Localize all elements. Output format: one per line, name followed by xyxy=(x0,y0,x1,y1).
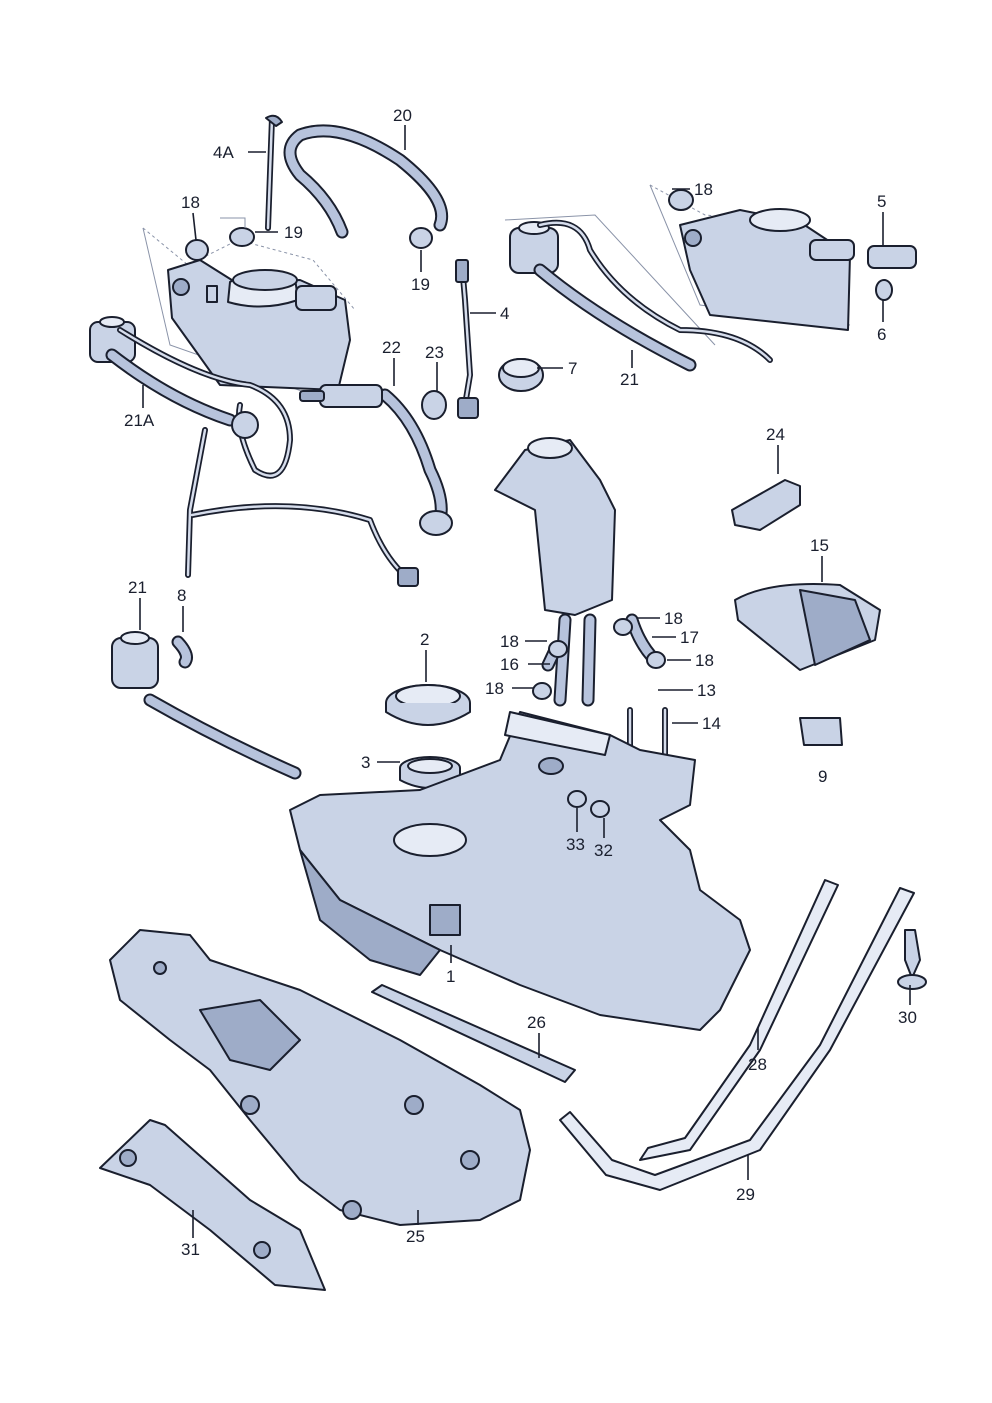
label-14: 14 xyxy=(702,714,721,733)
label-30: 30 xyxy=(898,1008,917,1027)
label-25: 25 xyxy=(406,1227,425,1246)
label-21-a: 21 xyxy=(620,370,639,389)
label-8: 8 xyxy=(177,586,186,605)
label-18-d: 18 xyxy=(485,679,504,698)
label-4: 4 xyxy=(500,304,509,323)
label-20: 20 xyxy=(393,106,412,125)
fuel-tank xyxy=(289,711,751,1031)
label-5: 5 xyxy=(877,192,886,211)
label-28: 28 xyxy=(748,1055,767,1074)
filler-pipe xyxy=(494,437,616,707)
part-labels: 4A 20 18 19 19 4 18 5 6 21A 22 23 7 21 2… xyxy=(124,106,917,1259)
wiring-harness xyxy=(455,259,479,419)
label-6: 6 xyxy=(877,325,886,344)
label-9: 9 xyxy=(818,767,827,786)
label-18-e: 18 xyxy=(664,609,683,628)
connector-clips-32-33 xyxy=(567,790,610,818)
label-13: 13 xyxy=(697,681,716,700)
leader-lines xyxy=(139,125,911,1238)
label-33: 33 xyxy=(566,835,585,854)
label-18-c: 18 xyxy=(500,632,519,651)
label-18-b: 18 xyxy=(694,180,713,199)
gauge-rod xyxy=(265,114,283,231)
canister-right xyxy=(504,214,773,372)
bolt xyxy=(897,929,927,990)
hose-clips-left xyxy=(185,217,433,261)
tank-straps-28-29 xyxy=(559,879,915,1191)
carbon-canister-lines xyxy=(89,316,419,587)
tank-strap-26 xyxy=(371,984,576,1083)
heat-shield-31 xyxy=(99,1119,326,1291)
locking-ring xyxy=(385,684,471,726)
clip xyxy=(799,717,843,746)
label-31: 31 xyxy=(181,1240,200,1259)
filler-neck-housing-left xyxy=(142,227,356,396)
filler-neck-housing-right xyxy=(649,184,917,331)
label-26: 26 xyxy=(527,1013,546,1032)
label-7: 7 xyxy=(568,359,577,378)
label-4A: 4A xyxy=(213,143,234,162)
breather-hose xyxy=(283,124,449,239)
label-23: 23 xyxy=(425,343,444,362)
label-24: 24 xyxy=(766,425,785,444)
canister-lower xyxy=(111,631,302,780)
label-21-b: 21 xyxy=(128,578,147,597)
label-18-a: 18 xyxy=(181,193,200,212)
label-1: 1 xyxy=(446,967,455,986)
cover xyxy=(734,583,881,671)
fuel-cap xyxy=(498,358,544,392)
breather-valve xyxy=(299,384,453,536)
label-29: 29 xyxy=(736,1185,755,1204)
label-21A: 21A xyxy=(124,411,155,430)
label-18-f: 18 xyxy=(695,651,714,670)
label-3: 3 xyxy=(361,753,370,772)
heat-shield-25 xyxy=(109,929,531,1226)
label-2: 2 xyxy=(420,630,429,649)
bracket xyxy=(731,479,801,531)
label-16: 16 xyxy=(500,655,519,674)
label-32: 32 xyxy=(594,841,613,860)
label-22: 22 xyxy=(382,338,401,357)
label-17: 17 xyxy=(680,628,699,647)
label-19-a: 19 xyxy=(284,223,303,242)
label-19-b: 19 xyxy=(411,275,430,294)
label-15: 15 xyxy=(810,536,829,555)
